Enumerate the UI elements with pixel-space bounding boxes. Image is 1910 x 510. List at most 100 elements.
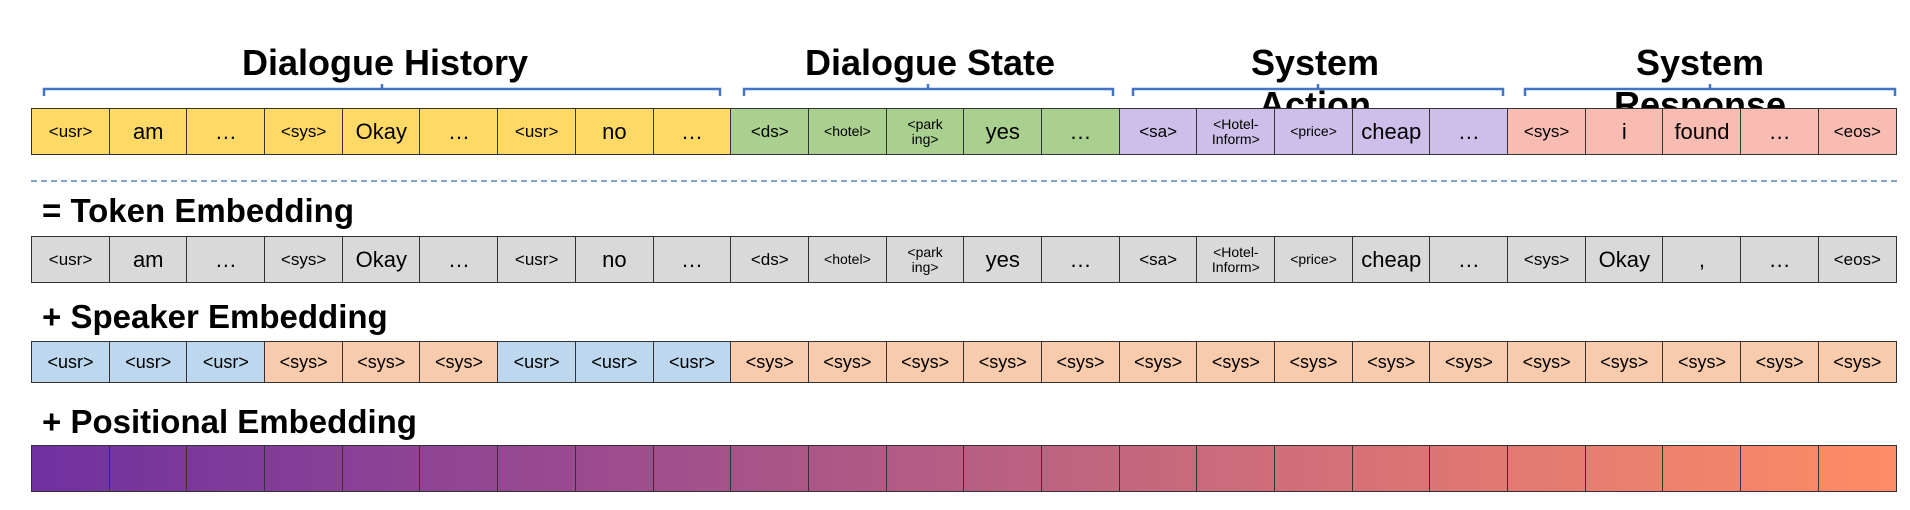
positional-embedding-cell bbox=[1040, 445, 1121, 492]
bracket-system-response bbox=[1523, 84, 1897, 96]
sequence-token-cell: i bbox=[1584, 108, 1664, 155]
group-title-dialogue-state: Dialogue State bbox=[804, 42, 1056, 83]
speaker-embedding-cell: <sys> bbox=[1351, 341, 1431, 383]
sequence-token-cell: <sys> bbox=[264, 108, 344, 155]
positional-embedding-cell bbox=[963, 445, 1043, 492]
bracket-dialogue-state bbox=[742, 84, 1115, 96]
token-embedding-cell: <hotel> bbox=[807, 236, 887, 283]
sequence-token-cell: … bbox=[1740, 108, 1820, 155]
speaker-embedding-cell: <sys> bbox=[341, 341, 421, 383]
positional-embedding-cell bbox=[497, 445, 577, 492]
token-embedding-cell: <Hotel-Inform> bbox=[1196, 236, 1276, 283]
positional-embedding-cell bbox=[574, 445, 654, 492]
positional-embedding-cell bbox=[730, 445, 810, 492]
token-embedding-cell: … bbox=[1740, 236, 1820, 283]
token-embedding-cell: <price> bbox=[1274, 236, 1354, 283]
positional-embedding-cell bbox=[807, 445, 887, 492]
sequence-token-cell: … bbox=[419, 108, 499, 155]
positional-embedding-cell bbox=[108, 445, 188, 492]
positional-embedding-cell bbox=[1118, 445, 1198, 492]
token-embedding-cell: … bbox=[1040, 236, 1121, 283]
token-embedding-cell: <sa> bbox=[1118, 236, 1198, 283]
token-embedding-cell: … bbox=[1429, 236, 1509, 283]
speaker-embedding-cell: <sys> bbox=[1507, 341, 1587, 383]
speaker-embedding-row: <usr><usr><usr><sys><sys><sys><usr><usr>… bbox=[31, 341, 1897, 383]
positional-embedding-cell bbox=[1274, 445, 1354, 492]
speaker-embedding-cell: <sys> bbox=[1584, 341, 1664, 383]
speaker-embedding-cell: <sys> bbox=[730, 341, 810, 383]
speaker-embedding-cell: <usr> bbox=[497, 341, 577, 383]
positional-embedding-cell bbox=[1351, 445, 1431, 492]
positional-embedding-cell bbox=[1429, 445, 1509, 492]
token-embedding-cell: … bbox=[419, 236, 499, 283]
sequence-token-cell: Okay bbox=[341, 108, 421, 155]
positional-embedding-cell bbox=[186, 445, 266, 492]
sequence-token-cell: … bbox=[652, 108, 732, 155]
sequence-token-cell: found bbox=[1662, 108, 1742, 155]
positional-embedding-cell bbox=[1740, 445, 1820, 492]
sequence-token-cell: <ds> bbox=[730, 108, 810, 155]
sequence-token-cell: … bbox=[1040, 108, 1121, 155]
sequence-token-cell: <usr> bbox=[497, 108, 577, 155]
speaker-embedding-cell: <sys> bbox=[1429, 341, 1509, 383]
bracket-dialogue-history bbox=[42, 84, 722, 96]
token-embedding-cell: … bbox=[652, 236, 732, 283]
speaker-embedding-cell: <sys> bbox=[1740, 341, 1820, 383]
positional-embedding-cell bbox=[1584, 445, 1664, 492]
sequence-token-cell: cheap bbox=[1351, 108, 1431, 155]
token-embedding-cell: <sys> bbox=[1507, 236, 1587, 283]
sequence-token-cell: <usr> bbox=[31, 108, 111, 155]
positional-embedding-row bbox=[31, 445, 1897, 492]
speaker-embedding-cell: <usr> bbox=[574, 341, 654, 383]
speaker-embedding-cell: <sys> bbox=[264, 341, 344, 383]
token-embedding-cell: <eos> bbox=[1817, 236, 1897, 283]
speaker-embedding-cell: <sys> bbox=[1662, 341, 1742, 383]
group-title-dialogue-history: Dialogue History bbox=[241, 42, 529, 83]
token-embedding-cell: <sys> bbox=[264, 236, 344, 283]
speaker-embedding-label: + Speaker Embedding bbox=[42, 298, 388, 335]
speaker-embedding-cell: <usr> bbox=[186, 341, 266, 383]
positional-embedding-cell bbox=[1196, 445, 1276, 492]
group-title-system-response: System Response bbox=[1613, 42, 1787, 125]
sequence-token-cell: … bbox=[1429, 108, 1509, 155]
speaker-embedding-cell: <sys> bbox=[1040, 341, 1121, 383]
token-embedding-cell: Okay bbox=[341, 236, 421, 283]
token-embedding-cell: Okay bbox=[1584, 236, 1664, 283]
speaker-embedding-cell: <sys> bbox=[419, 341, 499, 383]
positional-embedding-cell bbox=[1662, 445, 1742, 492]
speaker-embedding-cell: <sys> bbox=[963, 341, 1043, 383]
speaker-embedding-cell: <sys> bbox=[1196, 341, 1276, 383]
group-brackets bbox=[42, 84, 1897, 96]
token-embedding-cell: am bbox=[108, 236, 188, 283]
token-embedding-cell: … bbox=[186, 236, 266, 283]
speaker-embedding-cell: <sys> bbox=[1118, 341, 1198, 383]
sequence-token-cell: <hotel> bbox=[807, 108, 887, 155]
token-embedding-label: = Token Embedding bbox=[42, 192, 355, 229]
token-embedding-cell: , bbox=[1662, 236, 1742, 283]
sequence-token-cell: yes bbox=[963, 108, 1043, 155]
speaker-embedding-cell: <sys> bbox=[885, 341, 965, 383]
speaker-embedding-cell: <usr> bbox=[652, 341, 732, 383]
speaker-embedding-cell: <sys> bbox=[807, 341, 887, 383]
sequence-token-cell: … bbox=[186, 108, 266, 155]
sequence-token-cell: <sa> bbox=[1118, 108, 1198, 155]
positional-embedding-label: + Positional Embedding bbox=[42, 403, 417, 440]
input-sequence-row: <usr>am…<sys>Okay…<usr>no…<ds><hotel><pa… bbox=[31, 108, 1897, 155]
speaker-embedding-cell: <sys> bbox=[1274, 341, 1354, 383]
positional-embedding-cell bbox=[652, 445, 732, 492]
speaker-embedding-cell: <sys> bbox=[1817, 341, 1897, 383]
token-embedding-row: <usr>am…<sys>Okay…<usr>no…<ds><hotel><pa… bbox=[31, 236, 1897, 283]
sequence-token-cell: <sys> bbox=[1507, 108, 1587, 155]
speaker-embedding-cell: <usr> bbox=[31, 341, 111, 383]
token-embedding-cell: no bbox=[574, 236, 654, 283]
separator-line bbox=[31, 180, 1897, 182]
positional-embedding-cell bbox=[264, 445, 344, 492]
sequence-token-cell: <price> bbox=[1274, 108, 1354, 155]
token-embedding-cell: <usr> bbox=[497, 236, 577, 283]
positional-embedding-cell bbox=[31, 445, 111, 492]
sequence-token-cell: <eos> bbox=[1817, 108, 1897, 155]
positional-embedding-cell bbox=[341, 445, 421, 492]
token-embedding-cell: yes bbox=[963, 236, 1043, 283]
